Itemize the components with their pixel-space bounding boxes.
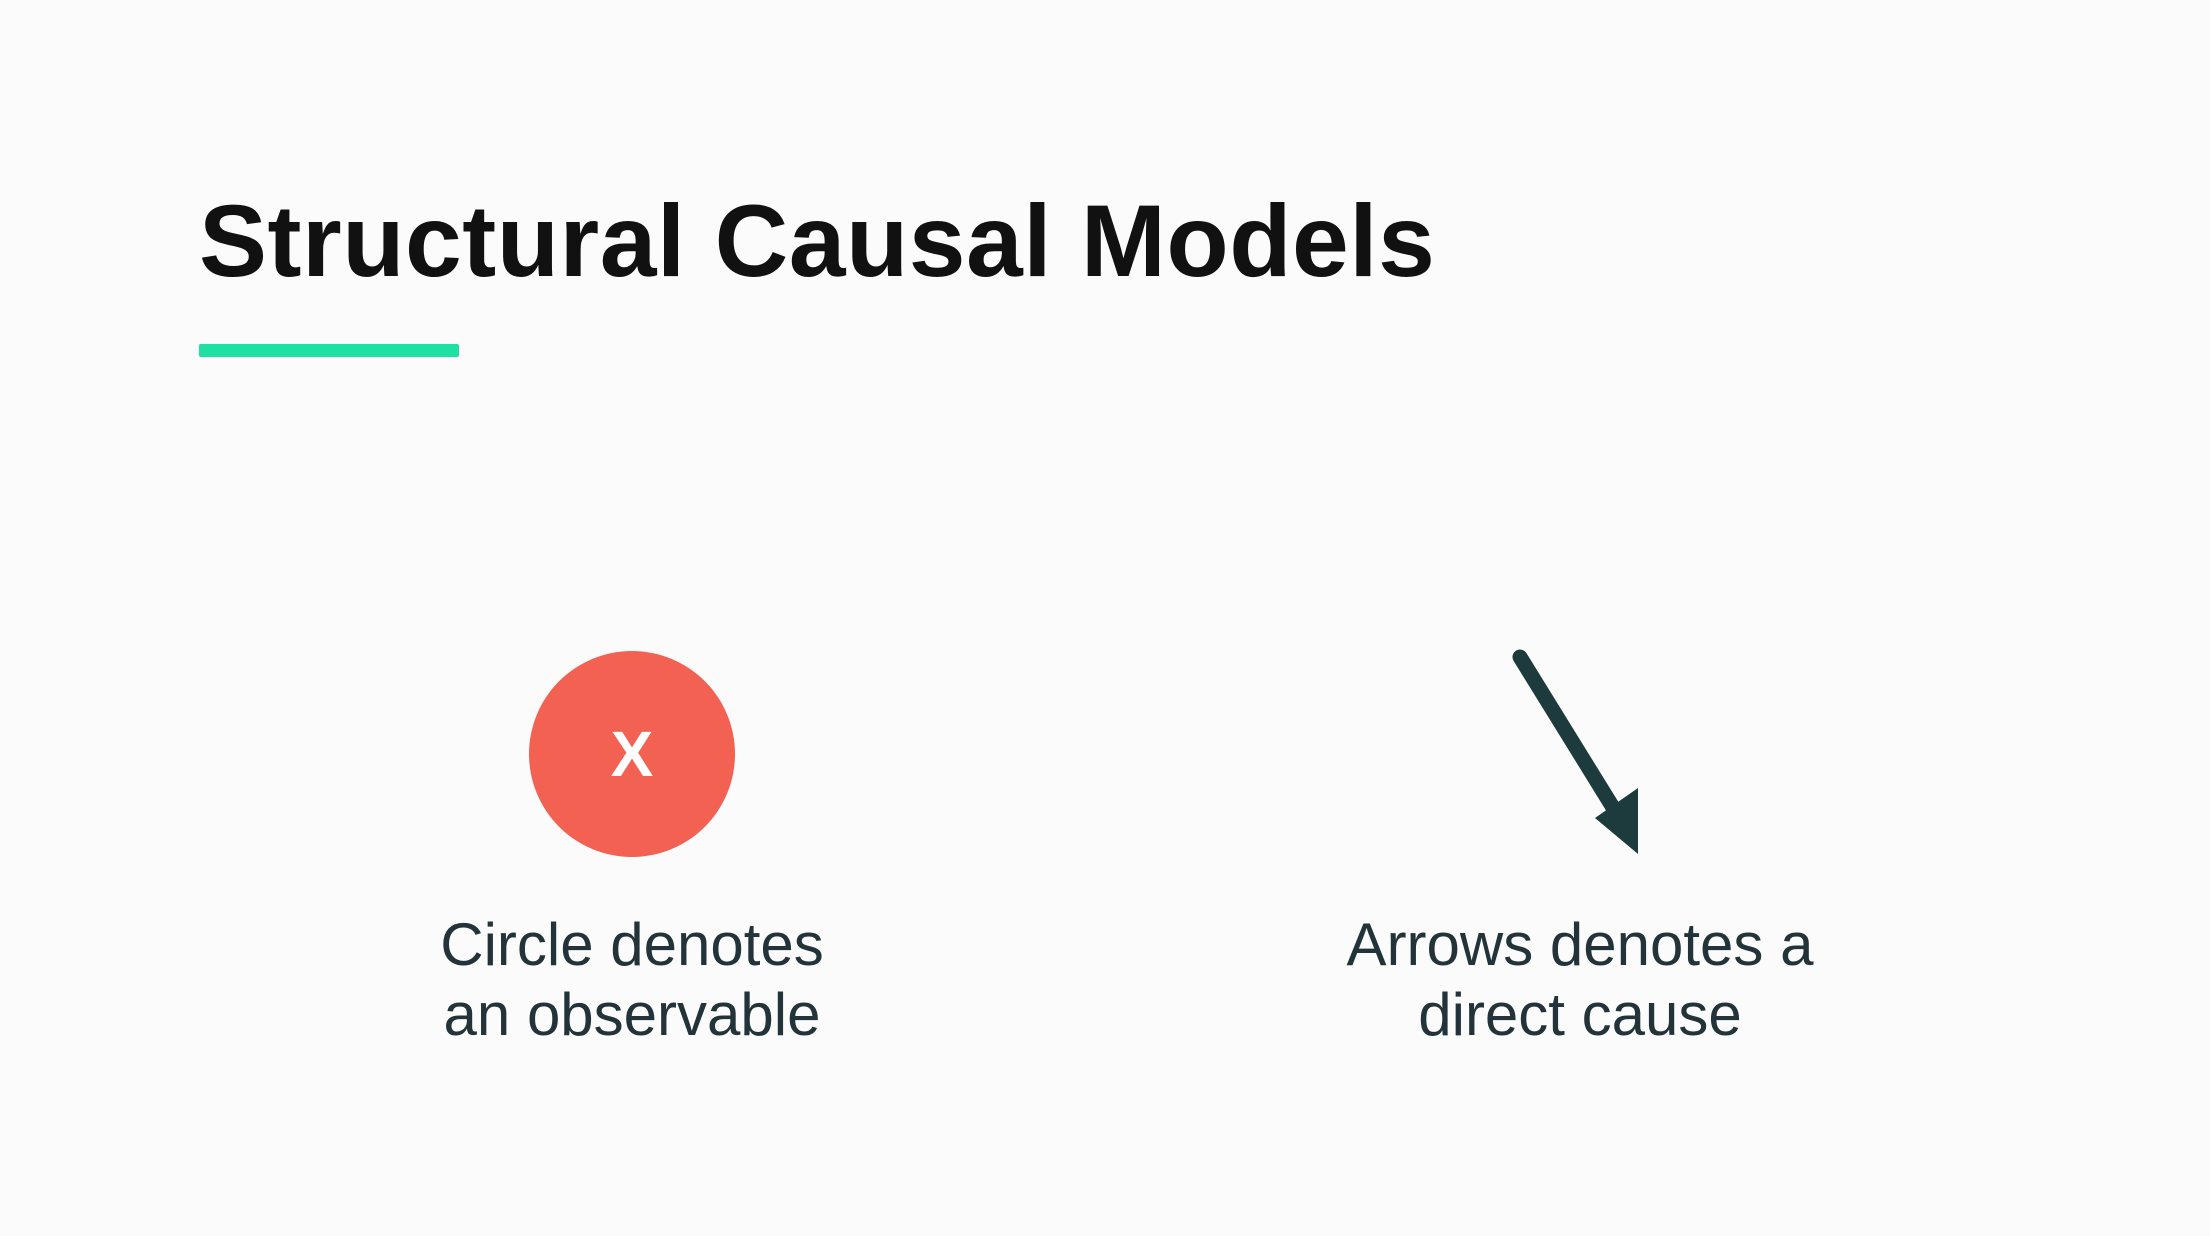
observable-node-circle: X	[529, 651, 735, 857]
circle-caption-line-2: an observable	[443, 981, 821, 1048]
arrow-caption-line-2: direct cause	[1418, 981, 1742, 1048]
arrow-head	[1595, 788, 1638, 854]
arrow-caption: Arrows denotes a direct cause	[1260, 910, 1900, 1050]
circle-caption-line-1: Circle denotes	[440, 911, 824, 978]
circle-caption: Circle denotes an observable	[332, 910, 932, 1050]
slide-title: Structural Causal Models	[199, 184, 1436, 298]
title-accent-rule	[199, 344, 459, 357]
arrow-shaft	[1512, 649, 1638, 843]
arrow-down-right-icon	[1512, 649, 1638, 854]
node-label: X	[610, 718, 654, 790]
arrow-caption-line-1: Arrows denotes a	[1346, 911, 1814, 978]
